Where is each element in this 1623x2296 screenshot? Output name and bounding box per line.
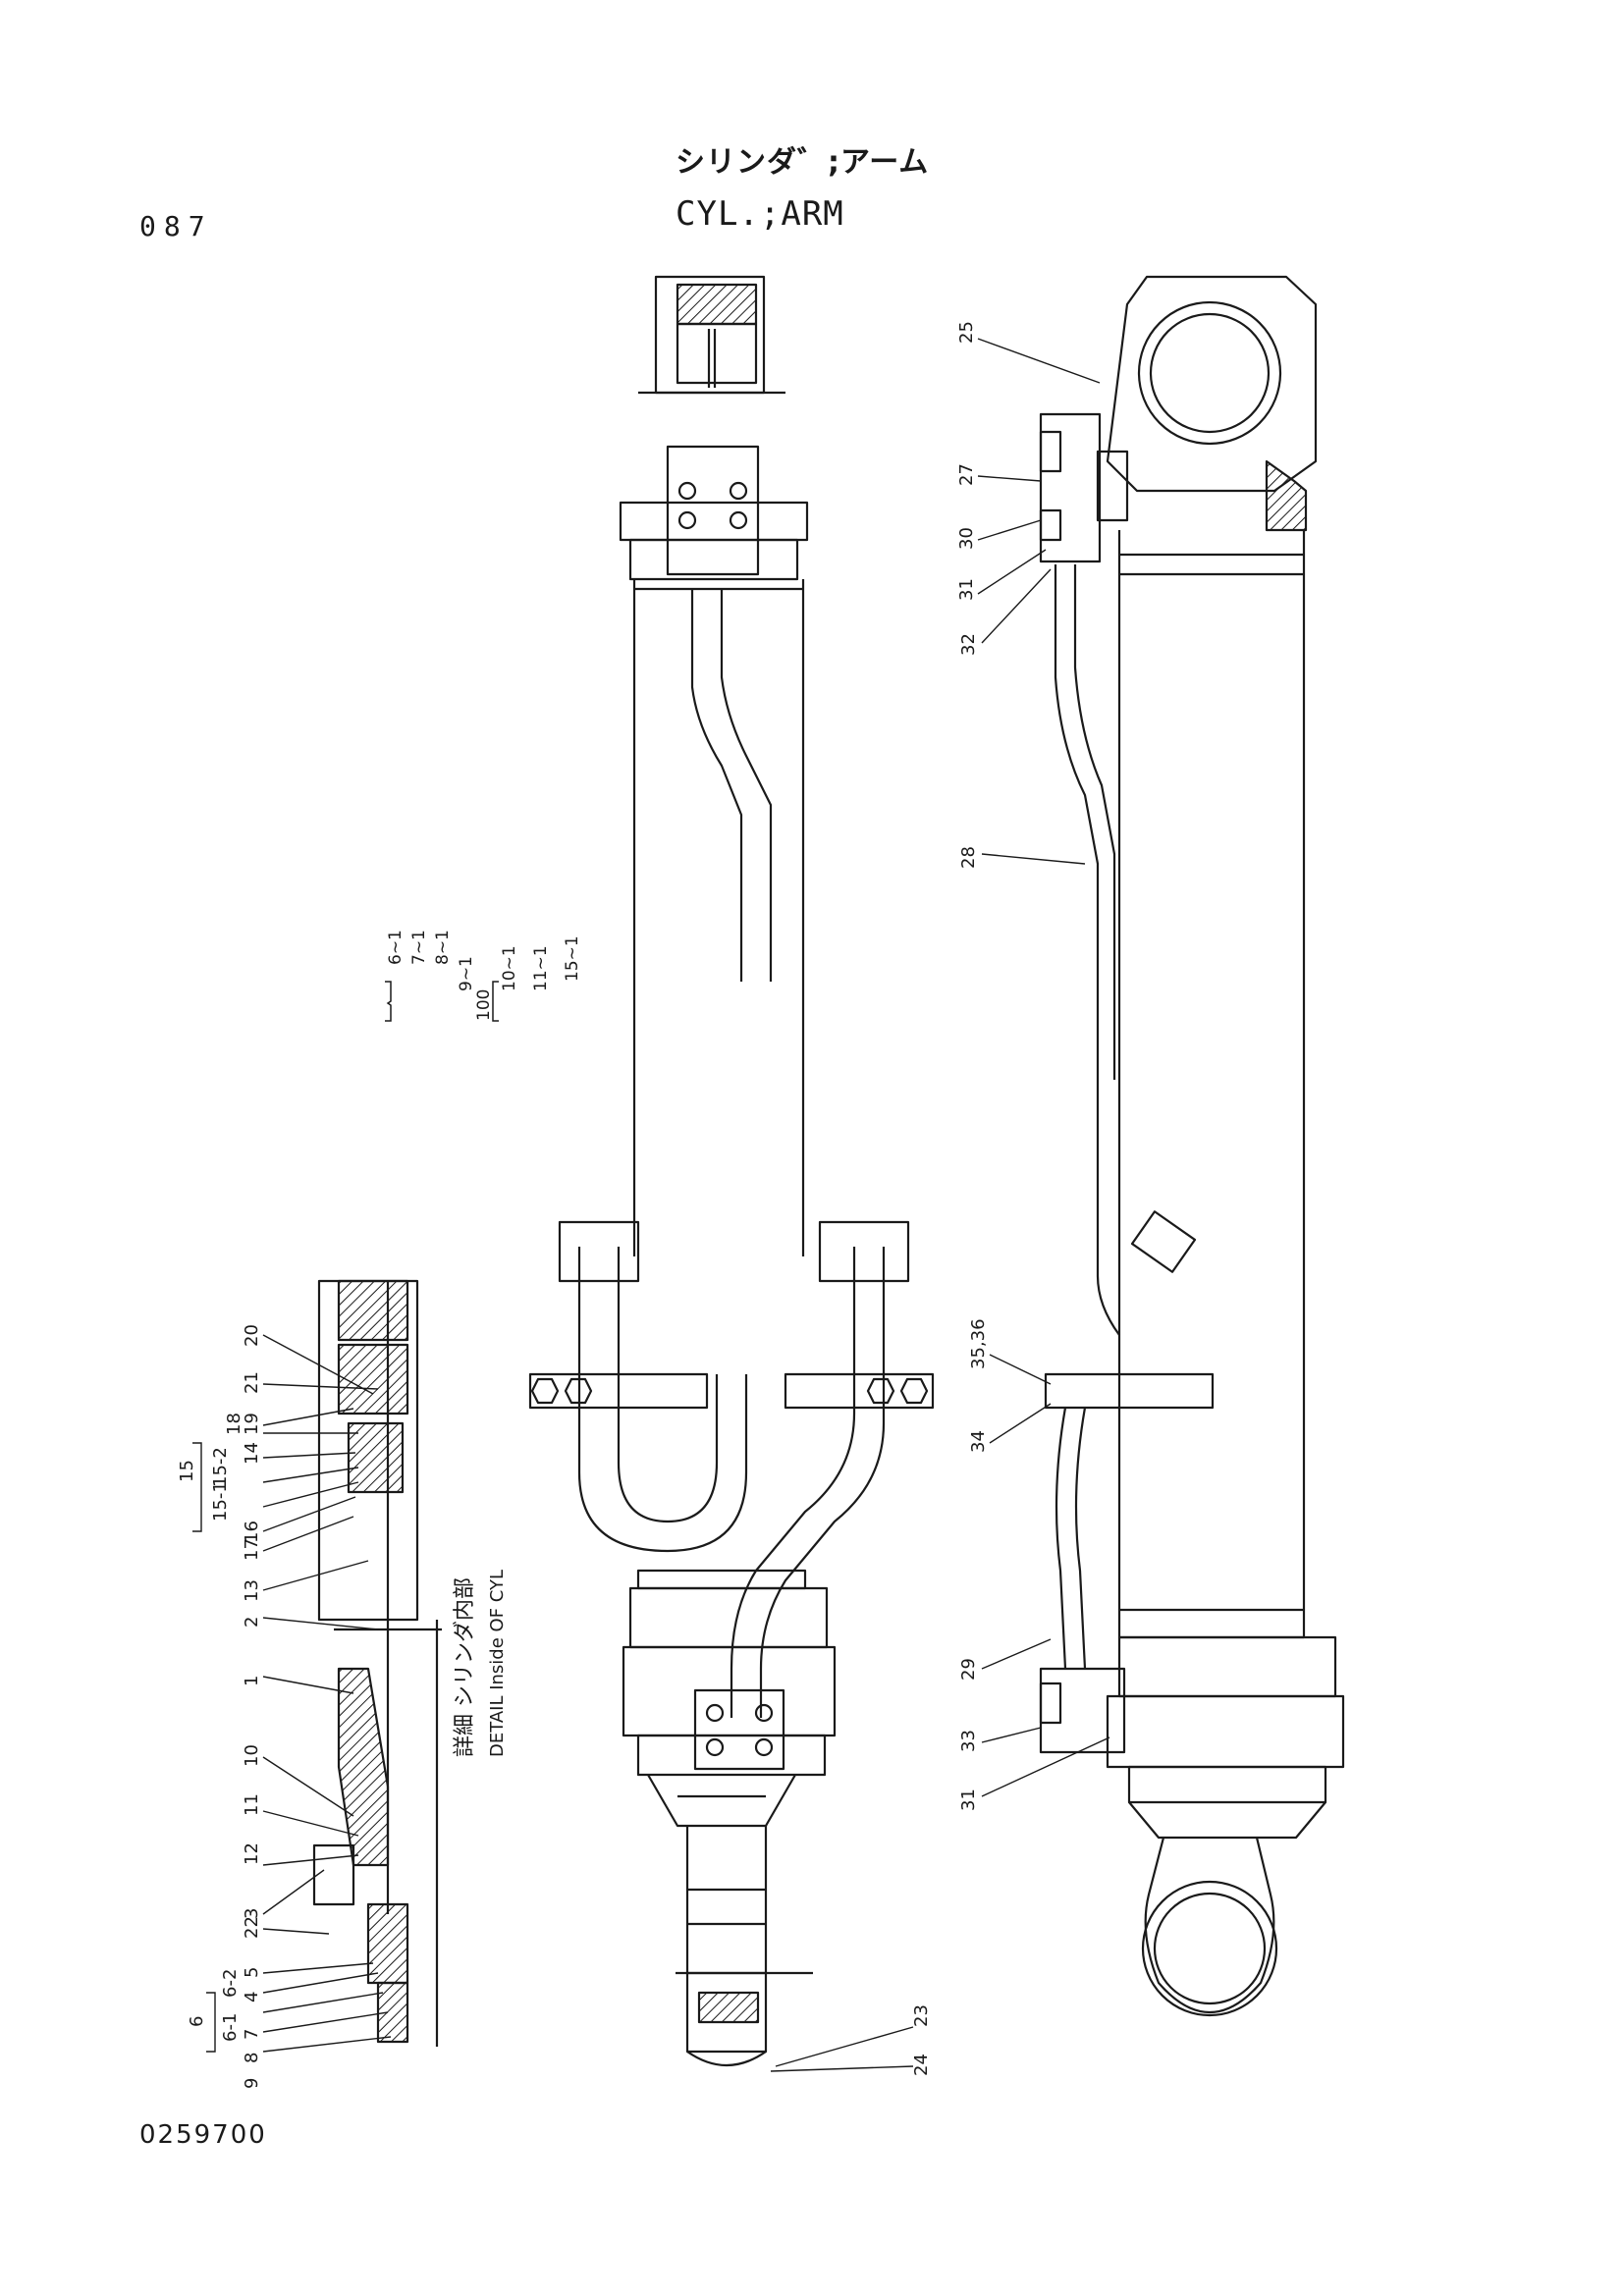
- cylinder-detail-section: [312, 1279, 442, 2047]
- cylinder-side-view: [1039, 275, 1345, 2017]
- detail-caption-ja: 詳細 シリンダ内部: [453, 1577, 477, 1757]
- callout-17: 17: [242, 1538, 262, 1561]
- callout-25: 25: [956, 321, 977, 344]
- callout-7: 7: [242, 2029, 262, 2040]
- callout-13: 13: [242, 1579, 262, 1602]
- callout-16: 16: [242, 1521, 262, 1543]
- callout-35-36: 35,36: [968, 1318, 989, 1369]
- detail-caption-en: DETAIL Inside OF CYL: [487, 1570, 508, 1757]
- page-number: 087: [139, 210, 213, 242]
- center-callouts: 23 24: [770, 2004, 932, 2076]
- callout-12: 12: [242, 1842, 262, 1865]
- kit-item: 7~1: [409, 930, 429, 965]
- callout-6-2: 6-2: [220, 1969, 241, 1998]
- callout-18: 18: [224, 1413, 244, 1435]
- kit-bracket: 100 6~1 7~1 8~1 9~1 10~1 11~1 15~1: [385, 930, 582, 1022]
- callout-31b: 31: [958, 1789, 979, 1811]
- callout-8: 8: [242, 2053, 262, 2063]
- callout-29: 29: [958, 1658, 979, 1681]
- side-callouts: 25 27 30 31 32 28 35,36 34 29 33 31: [956, 321, 1110, 1811]
- callout-20: 20: [242, 1324, 262, 1347]
- callout-6-1: 6-1: [220, 2013, 241, 2042]
- callout-34: 34: [968, 1430, 989, 1453]
- callout-14: 14: [242, 1442, 262, 1465]
- callout-27: 27: [956, 463, 977, 486]
- callout-31a: 31: [956, 578, 977, 601]
- kit-item: 6~1: [386, 930, 406, 965]
- callout-1: 1: [242, 1676, 262, 1686]
- callout-5: 5: [242, 1967, 262, 1978]
- kit-item: 11~1: [531, 945, 551, 991]
- callout-22: 22: [242, 1916, 262, 1939]
- callout-33: 33: [958, 1730, 979, 1752]
- callout-9: 9: [242, 2078, 262, 2089]
- title-english: CYL.;ARM: [676, 194, 844, 234]
- callout-32: 32: [958, 633, 979, 656]
- detail-callouts: 20 21 18 19 14 15-2 15-1 16 17 13 2 1 10…: [177, 1324, 392, 2089]
- callout-3: 3: [242, 1908, 262, 1919]
- document-number: 0259700: [139, 2120, 267, 2150]
- callout-24: 24: [911, 2054, 932, 2076]
- callout-4: 4: [242, 1992, 262, 2002]
- callout-23: 23: [911, 2004, 932, 2027]
- callout-15-1: 15-1: [210, 1481, 231, 1522]
- kit-item: 9~1: [457, 956, 476, 991]
- callout-15-2: 15-2: [210, 1447, 231, 1487]
- callout-28: 28: [958, 846, 979, 869]
- kit-item: 10~1: [500, 945, 519, 991]
- callout-21: 21: [242, 1371, 262, 1394]
- detail-caption: 詳細 シリンダ内部 DETAIL Inside OF CYL: [453, 1570, 508, 1757]
- kit-item: 8~1: [433, 930, 453, 965]
- title-japanese: シリンダ゛;アーム: [676, 145, 930, 180]
- callout-30: 30: [956, 527, 977, 550]
- group-6-label: 6: [187, 2016, 207, 2027]
- callout-19: 19: [242, 1413, 262, 1435]
- callout-10: 10: [242, 1744, 262, 1767]
- cylinder-top-view: [528, 275, 935, 2067]
- callout-11: 11: [242, 1793, 262, 1816]
- callout-2: 2: [242, 1617, 262, 1628]
- kit-item: 15~1: [563, 935, 582, 982]
- group-15-label: 15: [177, 1460, 197, 1482]
- kit-group-label: 100: [474, 989, 494, 1021]
